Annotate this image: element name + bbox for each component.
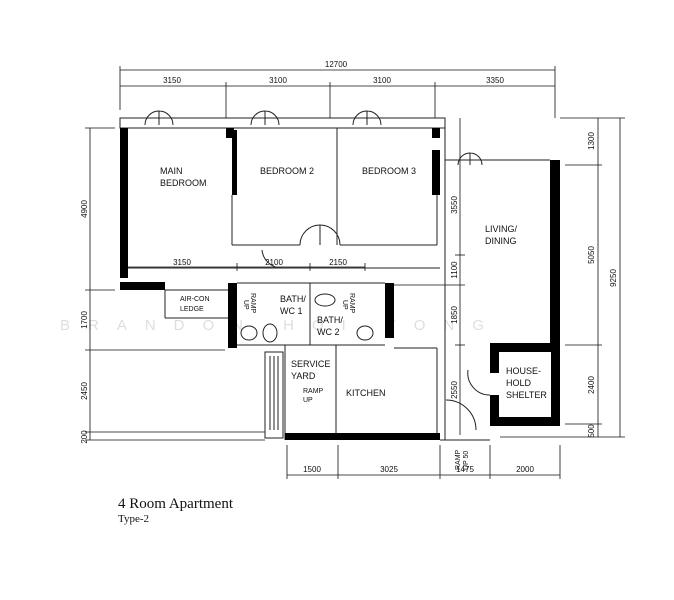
room-bedroom-3: BEDROOM 3 [362, 166, 416, 176]
dimension-lines [85, 66, 625, 479]
dim-right-inner: 2550 [450, 381, 459, 399]
room-main-bedroom: MAIN [160, 166, 183, 176]
walls [119, 110, 560, 441]
dim-mid: 2100 [265, 258, 283, 267]
dim-right-inner: 1100 [450, 261, 459, 279]
dim-left: 4900 [80, 200, 89, 218]
dim-mid: 3150 [173, 258, 191, 267]
plan-subtitle: Type-2 [118, 513, 149, 525]
ramp-label: UP [242, 300, 249, 310]
dim-bottom: 1500 [303, 465, 321, 474]
room-bath-wc-2: WC 2 [317, 327, 340, 337]
room-living-dining: LIVING/ [485, 224, 518, 234]
ramp-label: RAMP [455, 449, 462, 470]
room-service-yard: YARD [291, 371, 316, 381]
dim-right-inner: 3550 [450, 196, 459, 214]
dim-left: 200 [80, 430, 89, 444]
dim-top: 3150 [163, 76, 181, 85]
ramp-label: RAMP [303, 388, 324, 395]
aircon-ledge: AIR-CON [180, 296, 210, 303]
dim-mid: 2150 [329, 258, 347, 267]
ramp-label: RAMP [249, 293, 256, 314]
ramp-label: UP 50 [463, 451, 470, 470]
dim-right-outer: 5050 [587, 246, 596, 264]
dim-right-inner: 1850 [450, 306, 459, 324]
ramp-label: RAMP [348, 293, 355, 314]
room-labels: MAIN BEDROOM BEDROOM 2 BEDROOM 3 LIVING/… [160, 166, 547, 470]
dim-top: 3100 [269, 76, 287, 85]
room-living-dining: DINING [485, 236, 517, 246]
room-household-shelter: HOLD [506, 378, 532, 388]
watermark: BRANDON HOI YONG [60, 317, 502, 334]
room-service-yard: SERVICE [291, 359, 330, 369]
room-household-shelter: HOUSE- [506, 366, 541, 376]
dim-top-total: 12700 [325, 60, 348, 69]
room-bedroom-2: BEDROOM 2 [260, 166, 314, 176]
dim-left: 2450 [80, 382, 89, 400]
dim-left: 1700 [80, 311, 89, 329]
aircon-ledge: LEDGE [180, 306, 204, 313]
ramp-label: UP [341, 300, 348, 310]
dimension-labels: 12700 3150 3100 3100 3350 3150 2100 2150… [80, 60, 618, 474]
dim-top: 3350 [486, 76, 504, 85]
room-kitchen: KITCHEN [346, 388, 386, 398]
dim-right-total: 9250 [609, 269, 618, 287]
dim-bottom: 1475 [456, 465, 474, 474]
ramp-label: UP [303, 397, 313, 404]
room-bath-wc-2: BATH/ [317, 315, 343, 325]
room-main-bedroom: BEDROOM [160, 178, 207, 188]
dim-bottom: 3025 [380, 465, 398, 474]
dim-bottom: 2000 [516, 465, 534, 474]
dim-top: 3100 [373, 76, 391, 85]
plan-title: 4 Room Apartment [118, 496, 234, 512]
dim-right-outer: 500 [587, 424, 596, 438]
room-bath-wc-1: BATH/ [280, 294, 306, 304]
dim-right-inner: 1300 [587, 132, 596, 150]
dim-right-outer: 2400 [587, 376, 596, 394]
room-household-shelter: SHELTER [506, 390, 547, 400]
room-bath-wc-1: WC 1 [280, 306, 303, 316]
